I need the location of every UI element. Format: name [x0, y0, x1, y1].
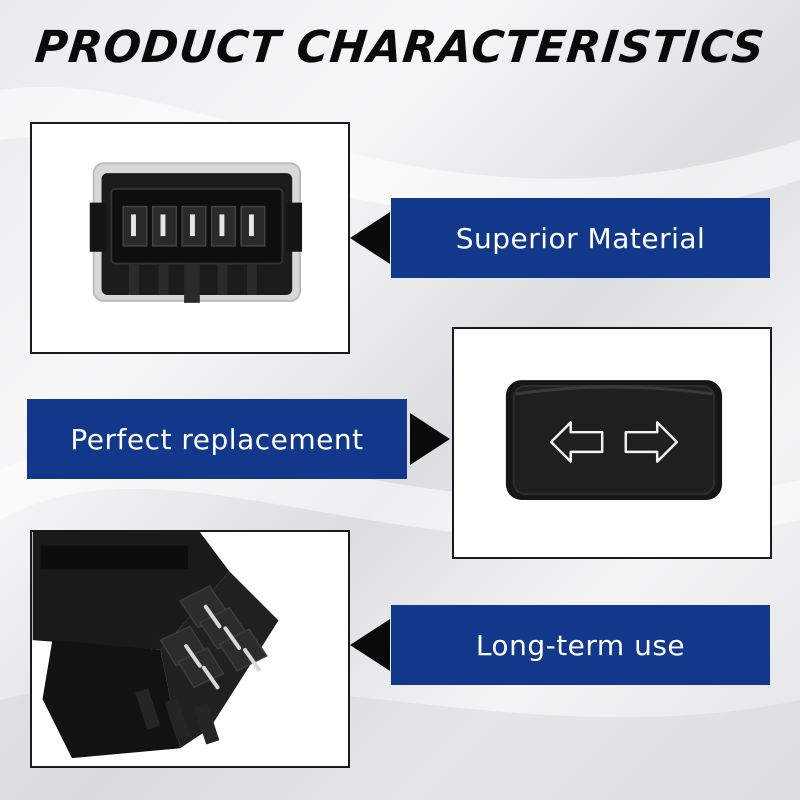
feature-label-perfect-replacement: Perfect replacement	[27, 399, 407, 479]
arrows-icon	[549, 421, 679, 463]
pointer-arrow-right	[410, 413, 450, 465]
rocker-switch-photo	[452, 327, 772, 559]
pointer-arrow-left	[350, 619, 390, 671]
feature-label-superior-material: Superior Material	[391, 198, 770, 278]
connector-angled-photo	[30, 530, 350, 768]
pointer-arrow-left	[350, 212, 390, 264]
page-title: PRODUCT CHARACTERISTICS	[32, 22, 768, 73]
connector-front-photo	[30, 122, 350, 354]
feature-label-long-term-use: Long-term use	[391, 605, 770, 685]
